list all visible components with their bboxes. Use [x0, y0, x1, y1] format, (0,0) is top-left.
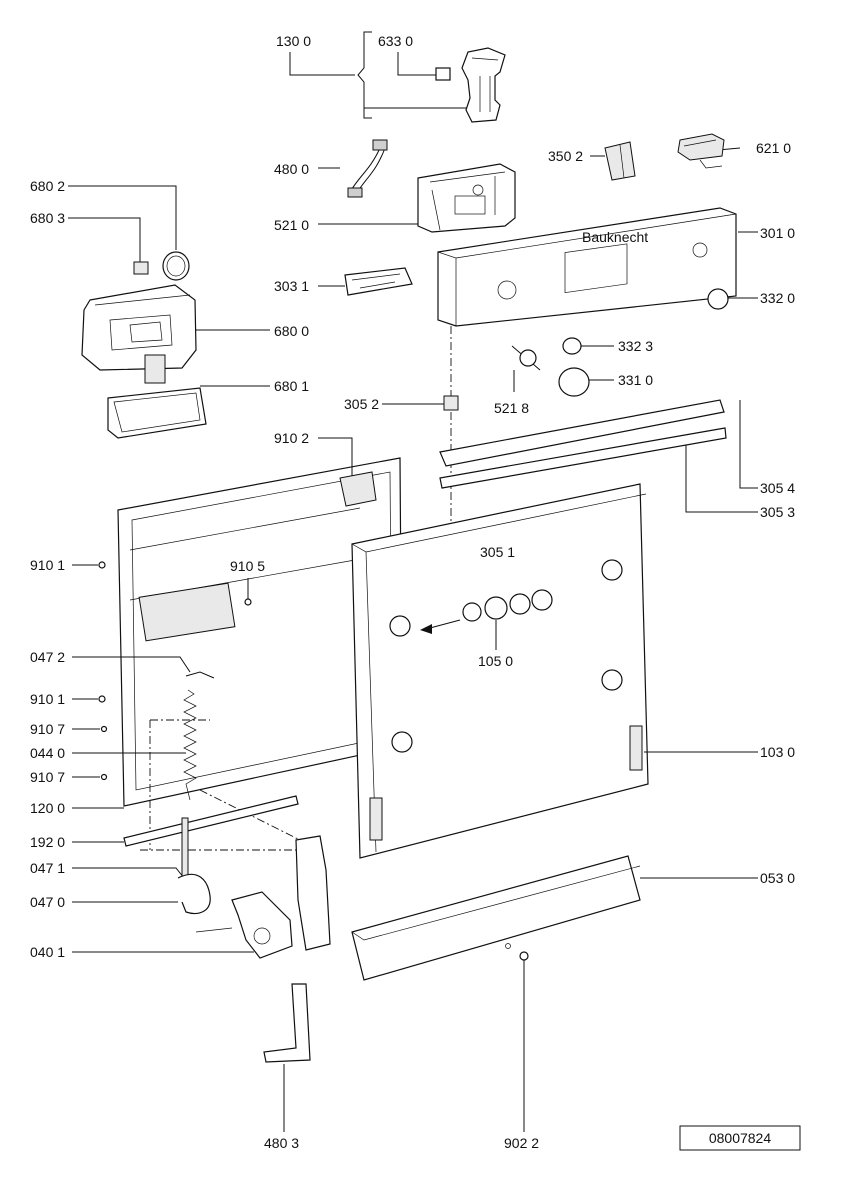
- callout-680-1: 680 1: [274, 378, 309, 394]
- callout-910-5: 910 5: [230, 558, 265, 574]
- callout-105-0: 105 0: [478, 653, 513, 669]
- callout-910-1-a: 910 1: [30, 557, 65, 573]
- callout-305-2: 305 2: [344, 396, 379, 412]
- callout-902-2: 902 2: [504, 1135, 539, 1151]
- callout-192-0: 192 0: [30, 834, 65, 850]
- part-332-0-knob: [707, 288, 758, 310]
- part-130-0-door-lock-assembly: [289, 31, 506, 123]
- callout-910-1-b: 910 1: [30, 691, 65, 707]
- part-480-3-bracket: [263, 983, 311, 1132]
- part-044-0-spring: [72, 689, 197, 801]
- part-910-1-screw-b: [72, 695, 106, 703]
- part-305-4-rail: [439, 399, 758, 489]
- part-305-2-bracket: [382, 395, 459, 411]
- part-910-1-screw-a: [72, 561, 106, 569]
- callout-480-0: 480 0: [274, 161, 309, 177]
- part-303-1-button-strip: [318, 267, 413, 296]
- callout-047-2: 047 2: [30, 649, 65, 665]
- part-910-2-hinge: [318, 437, 377, 507]
- panel-brand-logo: Bauknecht: [582, 229, 648, 245]
- callout-332-3: 332 3: [618, 338, 653, 354]
- callout-633-0: 633 0: [378, 33, 413, 49]
- part-350-2-clip: [590, 141, 636, 181]
- part-053-0-kickplate: [351, 855, 758, 981]
- callout-331-0: 331 0: [618, 372, 653, 388]
- part-910-5-screw: [244, 578, 252, 606]
- part-910-7-screw-b: [72, 773, 108, 781]
- part-332-3-button: [562, 337, 614, 355]
- callout-047-1: 047 1: [30, 860, 65, 876]
- part-047-2-hook: [72, 656, 215, 679]
- callout-305-1: 305 1: [480, 544, 515, 560]
- callout-680-3: 680 3: [30, 210, 65, 226]
- part-680-0-dispenser: [81, 284, 270, 384]
- part-331-0-knob: [558, 367, 614, 397]
- callout-040-1: 040 1: [30, 944, 65, 960]
- callout-305-3: 305 3: [760, 504, 795, 520]
- part-902-2-screw: [519, 951, 529, 1132]
- callout-332-0: 332 0: [760, 290, 795, 306]
- callout-480-3: 480 3: [264, 1135, 299, 1151]
- callout-047-0: 047 0: [30, 894, 65, 910]
- part-301-0-control-panel: Bauknecht: [437, 207, 758, 327]
- callout-labels: 130 0 633 0 480 0 521 0 350 2 621 0 680 …: [30, 33, 795, 1151]
- part-680-3-cap: [68, 217, 149, 275]
- part-680-1-seal: [107, 385, 270, 439]
- callout-521-0: 521 0: [274, 217, 309, 233]
- callout-621-0: 621 0: [756, 140, 791, 156]
- part-521-8-potentiometer: [511, 345, 541, 392]
- callout-680-2: 680 2: [30, 178, 65, 194]
- callout-910-2: 910 2: [274, 430, 309, 446]
- part-910-7-screw-a: [72, 725, 108, 733]
- part-103-0-outer-door: [351, 483, 758, 859]
- callout-053-0: 053 0: [760, 870, 795, 886]
- callout-044-0: 044 0: [30, 745, 65, 761]
- part-040-1-hinge: [72, 835, 331, 959]
- callout-103-0: 103 0: [760, 744, 795, 760]
- callout-130-0: 130 0: [276, 33, 311, 49]
- part-680-2-gasket-ring: [68, 185, 190, 281]
- callout-910-7-b: 910 7: [30, 769, 65, 785]
- part-192-0-strip: [72, 795, 299, 847]
- drawing-number-box: 08007824: [679, 1125, 801, 1151]
- callout-303-1: 303 1: [274, 278, 309, 294]
- callout-350-2: 350 2: [548, 148, 583, 164]
- part-305-3-rail: [439, 427, 758, 513]
- part-047-0-clip: [72, 873, 211, 915]
- drawing-number: 08007824: [709, 1130, 772, 1146]
- callout-305-4: 305 4: [760, 480, 795, 496]
- part-105-0-buttons: [420, 589, 553, 650]
- part-120-0-inner-door: [72, 457, 403, 809]
- callout-120-0: 120 0: [30, 800, 65, 816]
- callout-521-8: 521 8: [494, 400, 529, 416]
- callout-910-7-a: 910 7: [30, 721, 65, 737]
- callout-680-0: 680 0: [274, 323, 309, 339]
- callout-301-0: 301 0: [760, 225, 795, 241]
- part-621-0-switch: [677, 133, 741, 169]
- part-480-0-cable-harness: [318, 139, 388, 198]
- part-521-0-electronic-module: [318, 163, 516, 233]
